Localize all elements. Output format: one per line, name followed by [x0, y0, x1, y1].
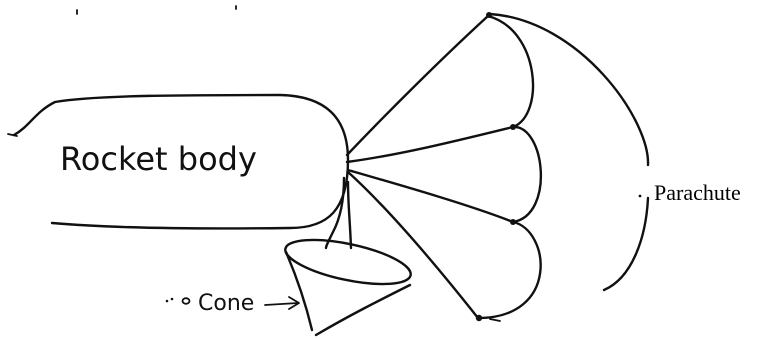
cone-arrow — [265, 303, 298, 305]
cone-label: Cone — [198, 291, 254, 316]
nose-cone — [282, 231, 415, 335]
cone-lines — [326, 178, 351, 248]
parachute-canopy — [476, 12, 648, 321]
rocket-body-label: Rocket body — [60, 140, 257, 178]
shroud-lines — [347, 16, 513, 318]
parachute-label: Parachute — [654, 180, 741, 205]
cone-label-group: Cone — [166, 291, 299, 316]
stray-marks — [77, 6, 236, 14]
parachute-label-mark — [639, 195, 642, 198]
